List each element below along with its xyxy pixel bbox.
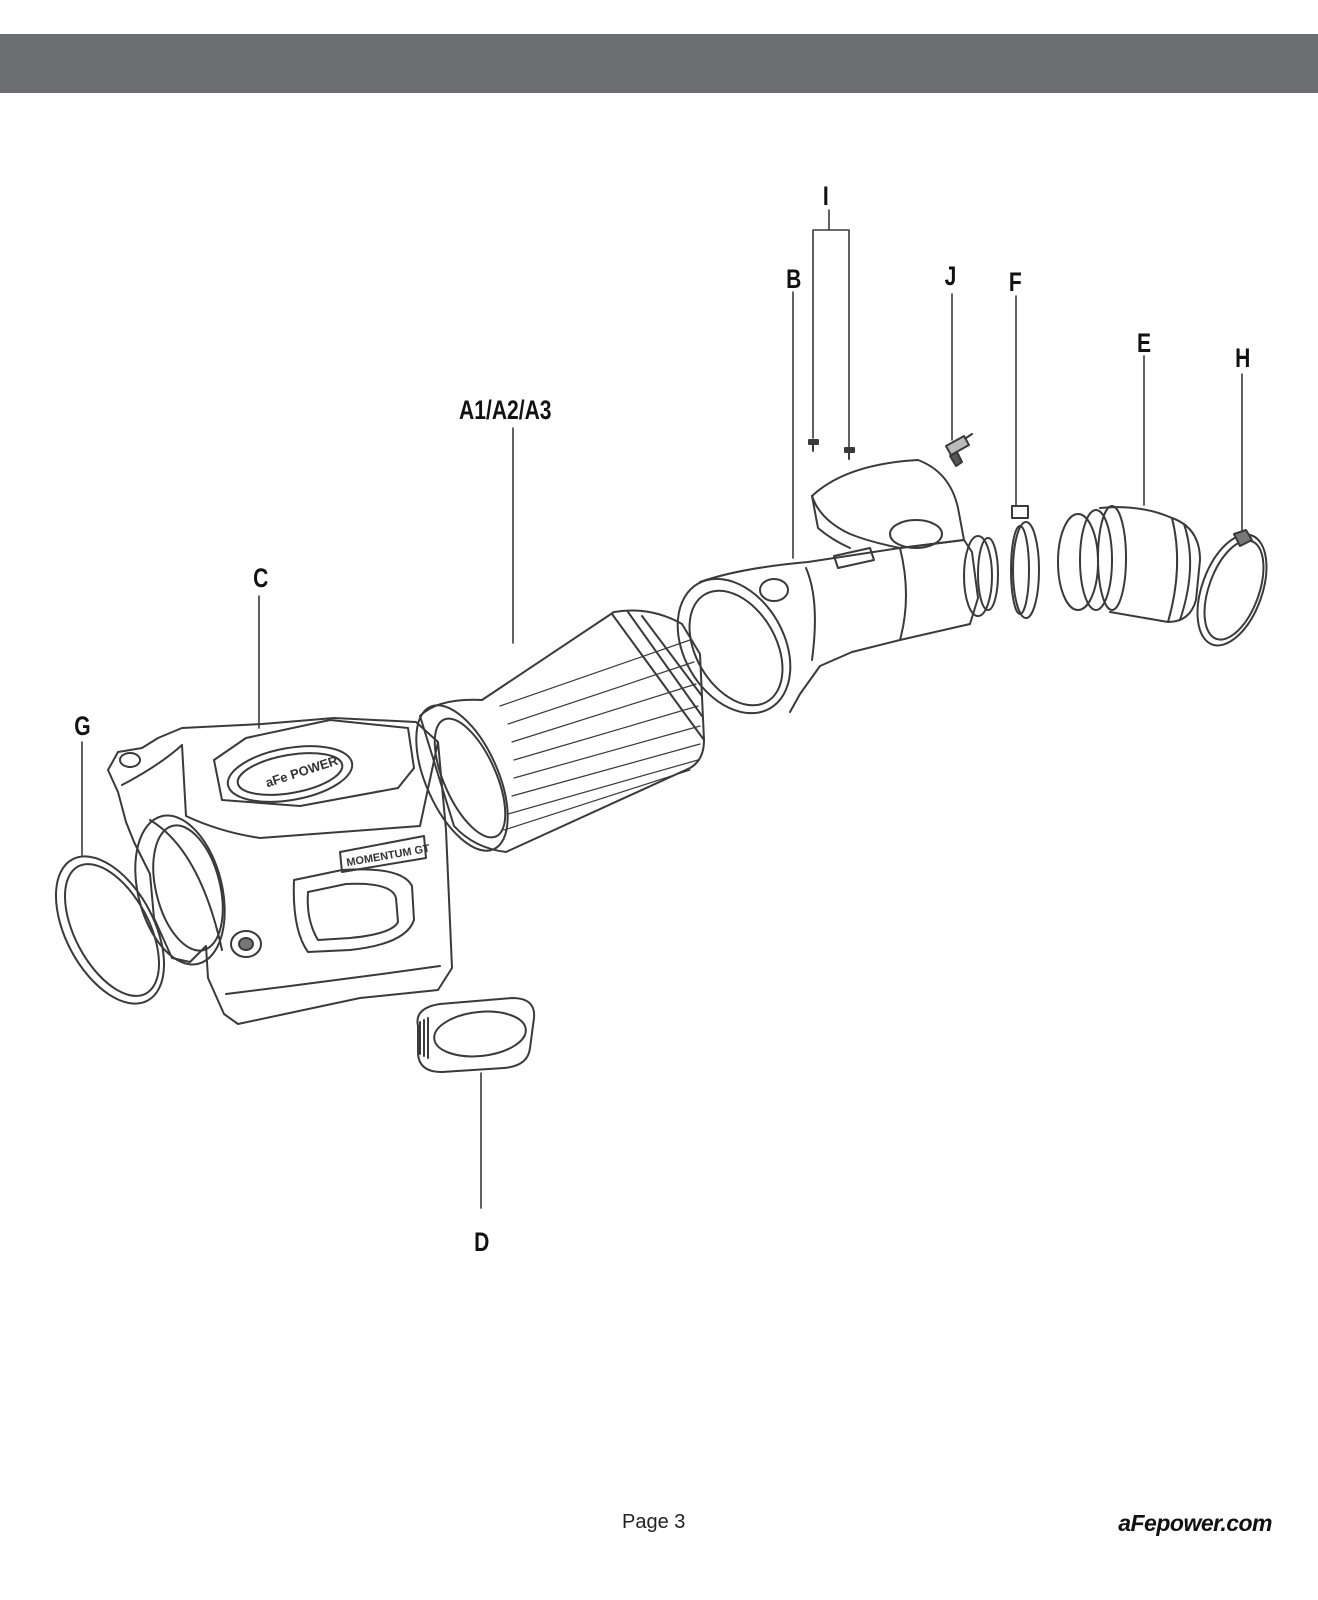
- intake-tube-B: [676, 459, 999, 715]
- callout-H: H: [1235, 343, 1251, 373]
- coupler-E: [1057, 505, 1201, 623]
- gasket-G: [54, 855, 166, 1005]
- callout-J: J: [944, 261, 957, 291]
- leader-lines: [81, 209, 1243, 1209]
- callout-E: E: [1136, 328, 1152, 358]
- plug-D: [416, 997, 536, 1073]
- callout-B: B: [786, 264, 802, 294]
- callout-C: C: [253, 563, 269, 593]
- clamp-H: [1196, 529, 1268, 647]
- callout-A1-A2-A3: A1/A2/A3: [459, 395, 552, 425]
- fitting-J: [945, 433, 973, 467]
- website-link[interactable]: aFepower.com: [1118, 1510, 1272, 1536]
- header-bar: [0, 34, 1318, 93]
- screw-I-left: [808, 439, 819, 452]
- callout-I: I: [822, 181, 829, 211]
- air-box-C: [107, 717, 453, 1025]
- page-number: Page 3: [622, 1511, 686, 1533]
- callout-F: F: [1008, 267, 1022, 297]
- clamp-F: [1010, 505, 1040, 619]
- screw-I-right: [844, 447, 855, 460]
- callout-G: G: [74, 711, 91, 741]
- callout-D: D: [474, 1227, 490, 1257]
- air-filter-A: [415, 609, 705, 853]
